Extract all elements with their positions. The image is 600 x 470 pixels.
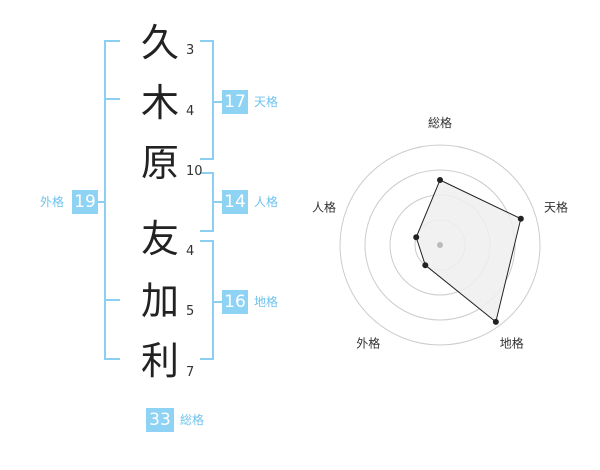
- name-char-4: 友: [140, 217, 179, 261]
- jinkaku-label: 人格: [254, 195, 279, 209]
- name-char-5: 加: [140, 279, 179, 323]
- tenkaku-connector: [212, 101, 222, 103]
- name-char-2: 木: [140, 81, 179, 125]
- jinkaku-badge: 14: [222, 190, 248, 214]
- radar-axis-label-3: 外格: [356, 336, 380, 351]
- gaikaku-label: 外格: [40, 195, 65, 209]
- gaikaku-bracket-vertical: [104, 40, 106, 360]
- radar-center-dot: [437, 242, 443, 248]
- stroke-count-1: 3: [186, 43, 195, 58]
- gaikaku-bracket-tick-1: [104, 98, 120, 100]
- stroke-count-4: 4: [186, 244, 195, 259]
- chikaku-badge: 16: [222, 290, 248, 314]
- name-char-1: 久: [140, 21, 179, 65]
- gaikaku-connector: [98, 201, 106, 203]
- stroke-count-5: 5: [186, 304, 195, 319]
- gaikaku-bracket-tick-2: [104, 299, 120, 301]
- gaikaku-bracket-bottom: [104, 358, 120, 360]
- radar-axis-label-0: 総格: [428, 115, 452, 130]
- chikaku-label: 地格: [254, 295, 279, 309]
- name-char-6: 利: [140, 339, 179, 383]
- chikaku-bracket-top: [200, 240, 214, 242]
- gaikaku-bracket-top: [104, 40, 120, 42]
- radar-ring-4: [339, 144, 541, 346]
- chikaku-bracket-bottom: [200, 358, 214, 360]
- jinkaku-connector: [212, 201, 222, 203]
- jinkaku-bracket-bottom: [200, 230, 214, 232]
- soukaku-label: 総格: [180, 413, 205, 427]
- radar-axis-label-4: 人格: [312, 199, 336, 214]
- radar-point-4: [413, 234, 420, 241]
- radar-axis-label-2: 地格: [500, 336, 524, 351]
- radar-ring-3: [364, 169, 516, 321]
- radar-axis-label-1: 天格: [544, 199, 568, 214]
- radar-area: [415, 179, 522, 323]
- radar-points: [413, 177, 524, 325]
- tenkaku-bracket-bottom: [200, 158, 214, 160]
- tenkaku-bracket-vertical: [212, 40, 214, 160]
- chikaku-connector: [212, 301, 222, 303]
- stroke-count-6: 7: [186, 365, 195, 380]
- name-char-3: 原: [140, 141, 179, 185]
- radar-point-2: [492, 318, 499, 325]
- stroke-count-2: 4: [186, 104, 195, 119]
- tenkaku-badge: 17: [222, 90, 248, 114]
- jinkaku-bracket-top: [200, 172, 214, 174]
- radar-point-0: [437, 177, 443, 183]
- radar-point-3: [422, 262, 429, 269]
- gaikaku-badge: 19: [72, 190, 98, 214]
- chikaku-bracket-vertical: [212, 240, 214, 360]
- stroke-count-3: 10: [186, 164, 203, 179]
- tenkaku-bracket-top: [200, 40, 214, 42]
- tenkaku-label: 天格: [254, 95, 279, 109]
- radar-point-1: [517, 215, 524, 222]
- soukaku-badge: 33: [146, 408, 174, 432]
